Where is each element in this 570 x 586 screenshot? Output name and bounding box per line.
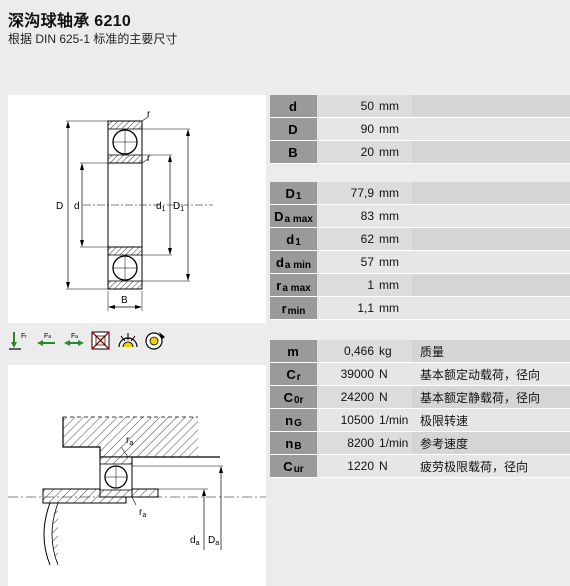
- label-da: da: [190, 535, 200, 547]
- param-value: 57: [360, 255, 374, 269]
- param-description: 疲劳极限载荷，径向: [420, 459, 529, 474]
- param-description: 质量: [412, 340, 570, 362]
- icon-label-fr: Fr: [21, 333, 27, 340]
- param-symbol: m: [270, 340, 317, 362]
- page-title: 深沟球轴承 6210: [8, 13, 132, 30]
- param-description: 参考速度: [412, 432, 570, 454]
- label-r-inner: r: [147, 153, 151, 164]
- param-description: 基本额定静载荷，径向: [412, 386, 570, 408]
- param-value: 83: [360, 209, 374, 223]
- table-row: d 50 mm: [270, 95, 570, 118]
- param-value: 20: [360, 145, 374, 159]
- param-unit: 1/min: [379, 436, 409, 450]
- param-symbol: B: [270, 141, 317, 163]
- axial-load-both-icon[interactable]: Fa: [62, 329, 86, 351]
- page-subtitle: 根据 DIN 625-1 标准的主要尺寸: [8, 32, 178, 46]
- table-row: B 20 mm: [270, 141, 570, 164]
- label-d1: d1: [156, 201, 166, 213]
- param-symbol: D: [270, 118, 317, 140]
- param-value: 90: [360, 122, 374, 136]
- param-value: 24200: [340, 390, 374, 404]
- param-unit: kg: [379, 344, 392, 358]
- param-unit: mm: [379, 145, 399, 159]
- param-unit: N: [379, 459, 388, 473]
- param-unit: mm: [379, 278, 399, 292]
- not-applicable-icon[interactable]: [89, 329, 113, 351]
- param-unit: mm: [379, 209, 399, 223]
- param-value: 39000: [340, 367, 374, 381]
- param-value: 1220: [347, 459, 374, 473]
- label-r-top: r: [147, 109, 151, 120]
- mounting-dimensions-drawing: ra ra da Da: [8, 365, 266, 586]
- param-unit: N: [379, 390, 388, 404]
- label-D: D: [56, 201, 63, 212]
- label-D1: D1: [173, 201, 184, 213]
- param-value: 0,466: [343, 344, 374, 358]
- param-unit: mm: [379, 122, 399, 136]
- main-dimensions-table: d 50 mm D 90 mm B 20 mm: [270, 95, 570, 164]
- param-unit: mm: [379, 99, 399, 113]
- table-row: D 90 mm: [270, 118, 570, 141]
- label-ra-shaft: ra: [139, 507, 146, 519]
- table-row: m 0,466 kg 质量: [270, 340, 570, 363]
- sealed-icon[interactable]: [143, 329, 167, 351]
- load-icon-strip: Fr Fa Fa: [8, 327, 266, 353]
- param-value: 62: [360, 232, 374, 246]
- param-unit: mm: [379, 232, 399, 246]
- param-value: 8200: [347, 436, 374, 450]
- param-value: 1: [367, 278, 374, 292]
- lubrication-icon[interactable]: [116, 329, 140, 351]
- param-value: 50: [360, 99, 374, 113]
- radial-load-icon[interactable]: Fr: [8, 329, 32, 351]
- param-value: 10500: [340, 413, 374, 427]
- param-value: 77,9: [350, 186, 374, 200]
- icon-label-fa2: Fa: [71, 333, 78, 340]
- param-unit: 1/min: [379, 413, 409, 427]
- label-d: d: [74, 201, 80, 212]
- label-B: B: [121, 295, 128, 306]
- icon-label-fa1: Fa: [44, 333, 51, 340]
- mounting-dimensions-svg: ra ra da Da: [8, 416, 266, 566]
- bearing-cross-section-drawing: r r D d d1 D1 B: [8, 95, 266, 323]
- param-unit: mm: [379, 255, 399, 269]
- axial-load-left-icon[interactable]: Fa: [35, 329, 59, 351]
- param-unit: N: [379, 367, 388, 381]
- label-Da: Da: [208, 535, 219, 547]
- param-unit: mm: [379, 186, 399, 200]
- param-value: 1,1: [357, 301, 374, 315]
- label-ra-housing: ra: [126, 435, 133, 447]
- param-unit: mm: [379, 301, 399, 315]
- param-description: 极限转速: [420, 413, 469, 428]
- param-symbol: d: [270, 95, 317, 117]
- param-description: 基本额定动载荷，径向: [420, 367, 541, 382]
- bearing-cross-section-svg: r r D d d1 D1 B: [56, 109, 213, 311]
